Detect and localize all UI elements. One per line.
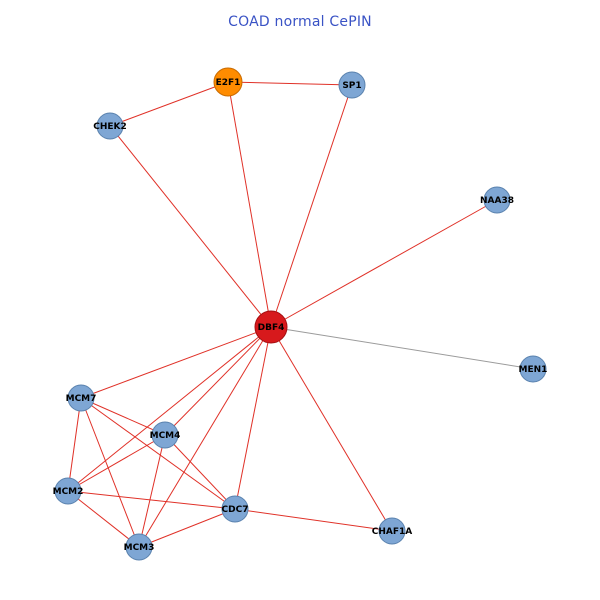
node-circle-CDC7[interactable] — [221, 495, 249, 523]
edge-MCM4-MCM2 — [67, 434, 166, 492]
node-CHAF1A[interactable]: CHAF1A — [372, 517, 413, 545]
edge-SP1-DBF4 — [270, 84, 353, 328]
node-DBF4[interactable]: DBF4 — [254, 310, 288, 344]
edge-DBF4-CDC7 — [234, 326, 272, 510]
node-CHEK2[interactable]: CHEK2 — [93, 112, 127, 140]
node-circle-CHAF1A[interactable] — [378, 517, 406, 545]
edge-MCM3-CDC7 — [138, 508, 236, 548]
edge-MCM2-CDC7 — [67, 490, 236, 510]
edge-DBF4-CHAF1A — [270, 326, 393, 532]
edge-DBF4-MCM7 — [80, 326, 272, 399]
node-MCM7[interactable]: MCM7 — [66, 384, 97, 412]
edge-CHEK2-DBF4 — [109, 125, 272, 328]
edge-MCM4-MCM3 — [138, 434, 166, 548]
node-circle-MCM3[interactable] — [125, 533, 153, 561]
edge-DBF4-MEN1 — [270, 326, 534, 370]
edge-MCM7-MCM3 — [80, 397, 140, 548]
edge-MCM7-CDC7 — [80, 397, 236, 510]
node-E2F1[interactable]: E2F1 — [213, 67, 243, 97]
edge-E2F1-SP1 — [227, 81, 353, 86]
edge-DBF4-MCM3 — [138, 326, 272, 548]
node-circle-E2F1[interactable] — [213, 67, 243, 97]
edge-MCM2-MCM3 — [67, 490, 140, 548]
edge-DBF4-MCM4 — [164, 326, 272, 436]
node-circle-SP1[interactable] — [338, 71, 366, 99]
edge-MCM4-CDC7 — [164, 434, 236, 510]
node-CDC7[interactable]: CDC7 — [221, 495, 249, 523]
node-MEN1[interactable]: MEN1 — [519, 355, 548, 383]
node-NAA38[interactable]: NAA38 — [480, 186, 514, 214]
edge-E2F1-CHEK2 — [109, 81, 229, 127]
edge-E2F1-DBF4 — [227, 81, 272, 328]
node-circle-NAA38[interactable] — [483, 186, 511, 214]
edge-MCM7-MCM2 — [67, 397, 82, 492]
node-circle-CHEK2[interactable] — [96, 112, 124, 140]
node-circle-DBF4[interactable] — [254, 310, 288, 344]
edge-MCM7-MCM4 — [80, 397, 166, 436]
edge-NAA38-DBF4 — [270, 199, 498, 328]
node-SP1[interactable]: SP1 — [338, 71, 366, 99]
node-circle-MEN1[interactable] — [519, 355, 547, 383]
node-circle-MCM2[interactable] — [54, 477, 82, 505]
edge-CDC7-CHAF1A — [234, 508, 393, 532]
edge-DBF4-MCM2 — [67, 326, 272, 492]
node-MCM4[interactable]: MCM4 — [150, 421, 181, 449]
chart-title: COAD normal CePIN — [228, 14, 372, 30]
node-circle-MCM4[interactable] — [151, 421, 179, 449]
node-circle-MCM7[interactable] — [67, 384, 95, 412]
